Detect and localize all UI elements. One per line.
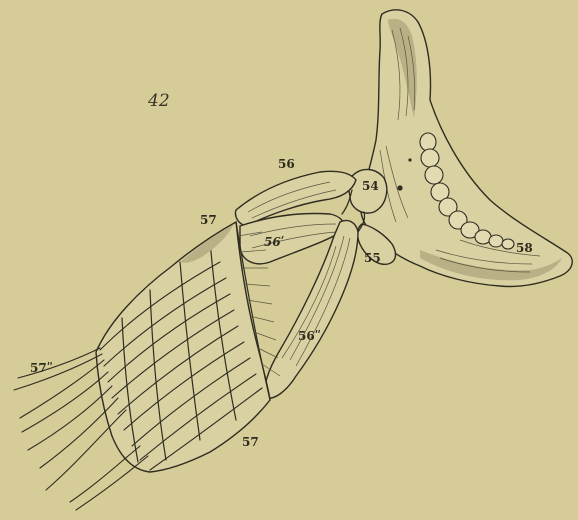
label-54: 54 xyxy=(362,179,379,193)
label-57-top: 57 xyxy=(200,213,217,227)
label-56-double-prime: 56ʺ xyxy=(298,329,321,343)
lower-jaw xyxy=(349,10,573,287)
label-58: 58 xyxy=(516,241,533,255)
label-55: 55 xyxy=(364,251,381,265)
foramen-dot xyxy=(397,185,402,190)
label-56: 56 xyxy=(278,157,295,171)
label-57-double-prime: 57ʺ xyxy=(30,361,53,375)
label-56-prime: 56ʹ xyxy=(264,235,284,249)
foramen-dot-small xyxy=(408,158,411,161)
figure-number: 42 xyxy=(147,91,170,111)
branchiostegal-fan xyxy=(14,222,280,510)
label-57-bottom: 57 xyxy=(242,435,259,449)
